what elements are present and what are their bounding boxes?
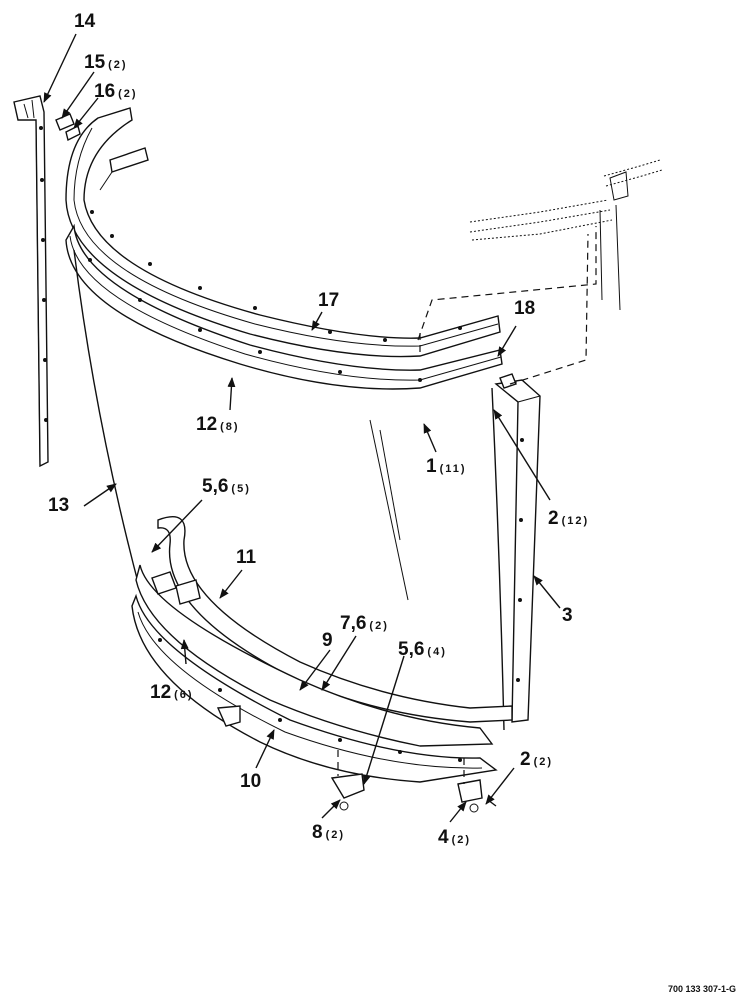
callout-14: 14 [74, 11, 96, 32]
part-9-lower-support [135, 564, 494, 747]
callout-2-lower: 2(2) [520, 749, 553, 770]
callout-18: 18 [514, 298, 535, 319]
brackets [216, 705, 483, 813]
callout-15: 15(2) [84, 52, 128, 73]
callout-12-bottom: 12(6) [150, 682, 194, 703]
callout-10: 10 [240, 771, 261, 792]
callout-5-6-upper: 5,6(5) [202, 476, 251, 497]
callout-13: 13 [48, 495, 69, 516]
leader-lines [43, 33, 561, 823]
callout-16: 16(2) [94, 81, 138, 102]
part-18-second-curved-support [65, 223, 503, 390]
callout-2-upper: 2(12) [548, 508, 589, 529]
part-15-16-clips [55, 113, 81, 142]
callout-11: 11 [236, 547, 257, 568]
callout-17: 17 [318, 290, 339, 311]
part-14-left-channel [13, 95, 49, 468]
upper-right-rail-reference [417, 159, 663, 385]
callout-5-6-lower: 5,6(4) [398, 639, 447, 660]
drawing-code: 700 133 307-1-G [668, 984, 736, 994]
callout-12-top: 12(8) [196, 414, 240, 435]
callout-labels: 14 15(2) 16(2) 17 18 12(8) 1(11) 13 5,6(… [48, 11, 589, 848]
callout-4: 4(2) [438, 827, 471, 848]
callout-8: 8(2) [312, 822, 345, 843]
callout-1: 1(11) [426, 456, 467, 477]
callout-3: 3 [562, 605, 573, 626]
part-11-inner-lower-strip [157, 516, 513, 723]
part-13-panel [73, 249, 505, 731]
part-10-bottom-support [131, 593, 498, 783]
callout-7-6: 7,6(2) [340, 613, 389, 634]
callout-9: 9 [322, 630, 333, 651]
